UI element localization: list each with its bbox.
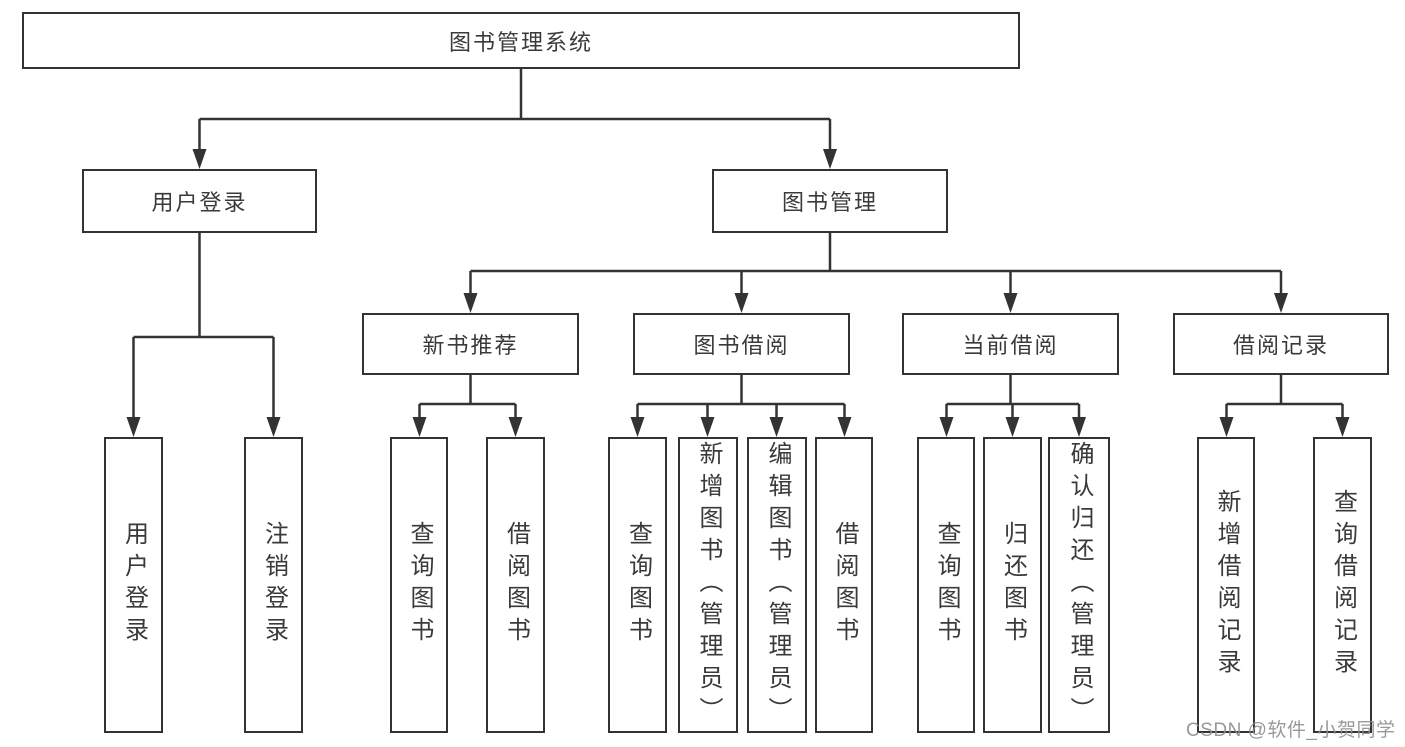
node-label: 编辑图书（管理员）: [764, 441, 791, 729]
connector-book-management-to-level3: [463, 233, 1288, 313]
arrow-down-icon: [266, 417, 281, 437]
arrow-down-icon: [1335, 417, 1350, 437]
node-query-books-current: 查询图书: [917, 437, 975, 733]
node-logout-action: 注销登录: [244, 437, 303, 733]
arrow-down-icon: [1005, 417, 1020, 437]
node-borrowing-records: 借阅记录: [1173, 313, 1389, 375]
arrow-down-icon: [939, 417, 954, 437]
csdn-watermark: CSDN @软件_小贺同学: [1186, 720, 1396, 741]
arrow-down-icon: [734, 293, 749, 313]
node-user-login: 用户登录: [82, 169, 317, 233]
node-label: 借阅记录: [1232, 333, 1329, 358]
arrow-down-icon: [630, 417, 645, 437]
node-current-borrowing: 当前借阅: [902, 313, 1119, 375]
node-label: 图书管理: [781, 190, 878, 215]
node-user-login-action: 用户登录: [104, 437, 163, 733]
node-label: 用户登录: [151, 190, 248, 215]
node-query-borrow-record: 查询借阅记录: [1313, 437, 1372, 733]
connector-new-book-recommendation-to-children: [412, 375, 523, 437]
arrow-down-icon: [769, 417, 784, 437]
node-book-borrowing: 图书借阅: [633, 313, 850, 375]
arrow-down-icon: [1072, 417, 1086, 437]
node-label: 归还图书: [999, 521, 1027, 649]
node-label: 借阅图书: [502, 521, 530, 649]
arrow-down-icon: [412, 417, 427, 437]
arrow-down-icon: [823, 149, 837, 169]
node-confirm-return-admin: 确认归还（管理员）: [1048, 437, 1110, 733]
arrow-down-icon: [192, 149, 207, 169]
node-label: 借阅图书: [831, 521, 858, 649]
arrow-down-icon: [700, 417, 715, 437]
arrow-down-icon: [126, 417, 141, 437]
node-query-books-recommend: 查询图书: [390, 437, 448, 733]
arrow-down-icon: [1274, 293, 1288, 313]
node-add-books-admin: 新增图书（管理员）: [678, 437, 738, 733]
node-label: 图书管理系统: [448, 29, 593, 55]
node-label: 确认归还（管理员）: [1066, 441, 1093, 729]
arrow-down-icon: [1219, 417, 1234, 437]
arrow-down-icon: [837, 417, 852, 437]
node-label: 当前借阅: [962, 333, 1059, 358]
node-label: 注销登录: [260, 521, 288, 649]
connector-user-login-to-children: [126, 233, 281, 437]
node-edit-books-admin: 编辑图书（管理员）: [747, 437, 807, 733]
node-borrow-books-recommend: 借阅图书: [486, 437, 545, 733]
node-label: 新书推荐: [422, 333, 519, 358]
node-label: 用户登录: [120, 521, 148, 649]
node-label: 查询图书: [624, 521, 652, 649]
node-label: 图书借阅: [693, 333, 790, 358]
node-new-book-recommendation: 新书推荐: [362, 313, 579, 375]
connector-current-borrowing-to-children: [939, 375, 1086, 437]
node-label: 查询借阅记录: [1329, 489, 1357, 681]
connector-borrowing-records-to-children: [1219, 375, 1350, 437]
node-book-management: 图书管理: [712, 169, 948, 233]
node-label: 新增借阅记录: [1213, 489, 1240, 681]
node-return-books: 归还图书: [983, 437, 1042, 733]
node-query-books-borrow: 查询图书: [608, 437, 667, 733]
node-label: 查询图书: [406, 521, 433, 649]
node-borrow-books-action: 借阅图书: [815, 437, 873, 733]
connector-root-to-level2: [192, 69, 837, 169]
arrow-down-icon: [463, 293, 478, 313]
node-label: 新增图书（管理员）: [695, 441, 722, 729]
node-library-management-system: 图书管理系统: [22, 12, 1020, 69]
node-label: 查询图书: [933, 521, 960, 649]
arrow-down-icon: [1003, 293, 1018, 313]
node-add-borrow-record: 新增借阅记录: [1197, 437, 1255, 733]
connector-book-borrowing-to-children: [630, 375, 852, 437]
arrow-down-icon: [508, 417, 523, 437]
